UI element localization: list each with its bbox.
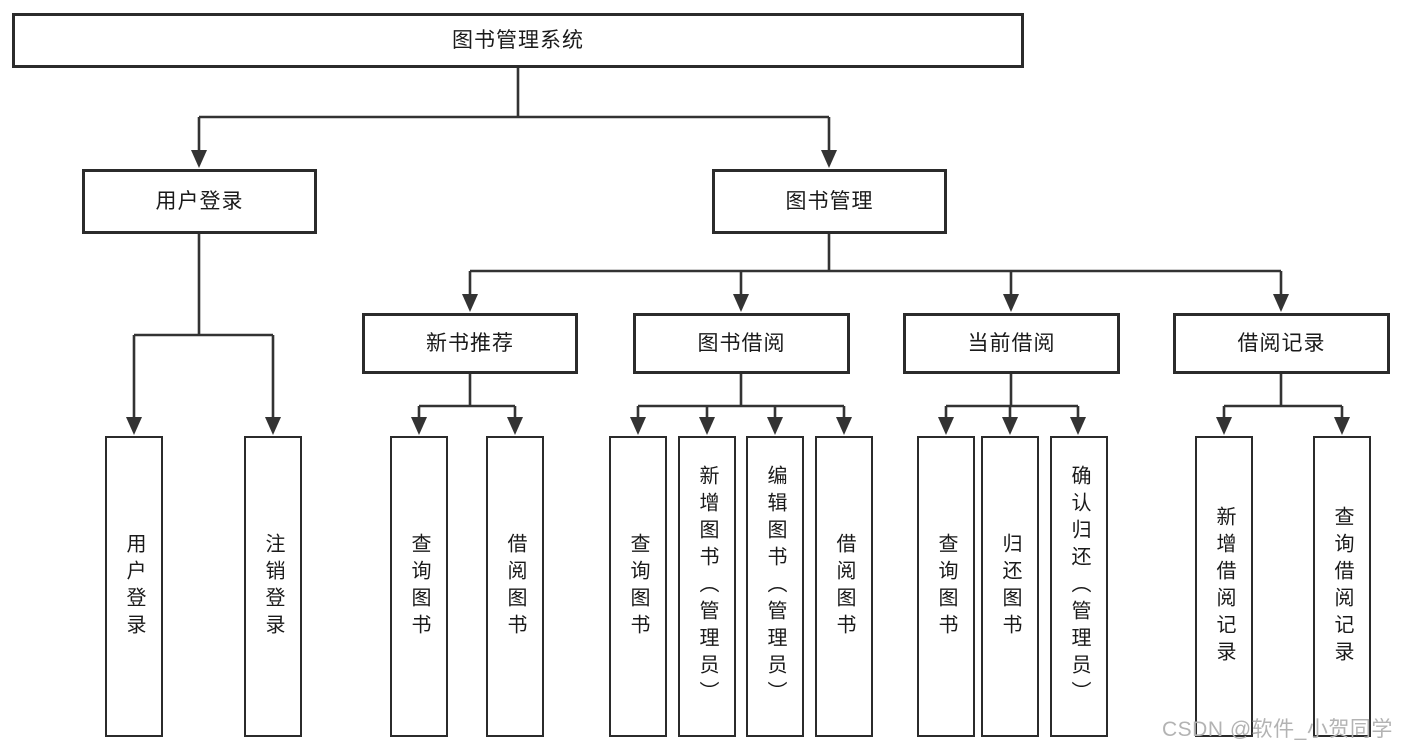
leaf-add-borrow-record: 新增借阅记录 [1195,436,1253,737]
edge-root-to-level2 [191,68,837,168]
node-book-borrow: 图书借阅 [633,313,850,374]
leaf-confirm-return-admin: 确认归还（管理员） [1050,436,1108,737]
leaf-add-books-admin: 新增图书（管理员） [678,436,736,737]
node-user-login: 用户登录 [82,169,317,234]
edge-book-management-to-level3 [462,234,1289,312]
node-current-borrow: 当前借阅 [903,313,1120,374]
leaf-query-books-current: 查询图书 [917,436,975,737]
csdn-watermark: CSDN @软件_小贺同学 [1162,718,1393,741]
edge-user-login-to-leaves [126,234,281,435]
leaf-edit-books-admin: 编辑图书（管理员） [746,436,804,737]
leaf-query-borrow-record: 查询借阅记录 [1313,436,1371,737]
leaf-user-login: 用户登录 [105,436,163,737]
edge-borrow-records-to-leaves [1216,374,1350,435]
edge-current-borrow-to-leaves [938,374,1086,435]
leaf-query-books-recommend: 查询图书 [390,436,448,737]
edge-new-book-recommend-to-leaves [411,374,523,435]
node-root-system: 图书管理系统 [12,13,1024,68]
node-book-management: 图书管理 [712,169,947,234]
node-borrow-records: 借阅记录 [1173,313,1390,374]
leaf-borrow-books-recommend: 借阅图书 [486,436,544,737]
leaf-borrow-books: 借阅图书 [815,436,873,737]
leaf-query-books-borrow: 查询图书 [609,436,667,737]
node-new-book-recommend: 新书推荐 [362,313,578,374]
leaf-logout: 注销登录 [244,436,302,737]
edge-book-borrow-to-leaves [630,374,852,435]
leaf-return-books: 归还图书 [981,436,1039,737]
